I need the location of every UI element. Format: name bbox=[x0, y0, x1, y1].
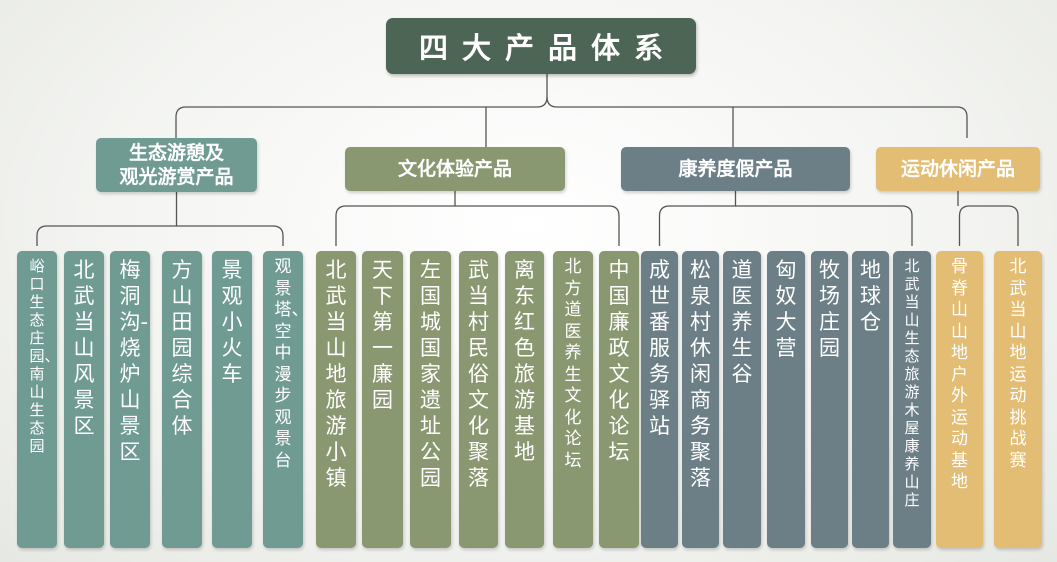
leaf-label: 离东红色旅游基地 bbox=[514, 258, 535, 464]
category-brace-0 bbox=[36, 225, 284, 246]
leaf-1-3: 武当村民俗文化聚落 bbox=[459, 251, 498, 548]
root-title: 四大产品体系 bbox=[386, 18, 696, 74]
category-brace-1 bbox=[335, 205, 620, 246]
leaf-label: 峪口生态庄园、南山生态园 bbox=[29, 257, 58, 455]
leaf-label: 北武当山地运动挑战赛 bbox=[1009, 257, 1027, 471]
leaf-0-2: 梅洞沟-烧炉山景区 bbox=[110, 251, 150, 548]
category-brace-2 bbox=[658, 205, 913, 246]
leaf-0-3: 方山田园综合体 bbox=[162, 251, 202, 548]
leaf-label: 松泉村休闲商务聚落 bbox=[690, 258, 711, 490]
leaf-0-4: 景观小火车 bbox=[212, 251, 252, 548]
leaf-label: 成世番服务驿站 bbox=[649, 258, 670, 438]
leaf-1-6: 中国廉政文化论坛 bbox=[599, 251, 639, 548]
leaf-label: 北武当山风景区 bbox=[73, 258, 95, 438]
category-0: 生态游憩及 观光游赏产品 bbox=[96, 138, 257, 192]
leaf-2-3: 匈奴大营 bbox=[767, 251, 805, 548]
leaf-1-4: 离东红色旅游基地 bbox=[505, 251, 544, 548]
leaf-0-5: 观景塔、空中漫步观景台 bbox=[263, 251, 303, 548]
leaf-label: 天下第一廉园 bbox=[372, 258, 393, 412]
leaf-label: 方山田园综合体 bbox=[171, 258, 193, 438]
leaf-2-4: 牧场庄园 bbox=[811, 251, 848, 548]
leaf-label: 北方道医养生文化论坛 bbox=[564, 257, 582, 471]
leaf-1-1: 天下第一廉园 bbox=[362, 251, 403, 548]
leaf-label: 武当村民俗文化聚落 bbox=[468, 258, 489, 490]
leaf-2-0: 成世番服务驿站 bbox=[641, 251, 678, 548]
category-2: 康养度假产品 bbox=[621, 147, 850, 191]
leaf-2-2: 道医养生谷 bbox=[723, 251, 761, 548]
leaf-label: 牧场庄园 bbox=[819, 258, 840, 360]
leaf-label: 骨脊山山地户外运动基地 bbox=[951, 257, 968, 492]
leaf-3-0: 骨脊山山地户外运动基地 bbox=[936, 251, 983, 548]
leaf-2-6: 北武当山生态旅游木屋康养山庄 bbox=[893, 251, 931, 548]
leaf-label: 道医养生谷 bbox=[731, 258, 753, 386]
leaf-label: 观景塔、空中漫步观景台 bbox=[274, 257, 304, 471]
leaf-1-5: 北方道医养生文化论坛 bbox=[553, 251, 593, 548]
leaf-label: 景观小火车 bbox=[221, 258, 243, 386]
leaf-0-1: 北武当山风景区 bbox=[64, 251, 104, 548]
leaf-3-1: 北武当山地运动挑战赛 bbox=[994, 251, 1042, 548]
root-brace-left bbox=[175, 74, 548, 138]
leaf-label: 北武当山生态旅游木屋康养山庄 bbox=[904, 257, 920, 509]
leaf-label: 匈奴大营 bbox=[775, 258, 797, 360]
leaf-label: 北武当山地旅游小镇 bbox=[325, 258, 347, 490]
leaf-2-5: 地球仓 bbox=[852, 251, 889, 548]
category-3: 运动休闲产品 bbox=[876, 147, 1040, 191]
category-brace-3 bbox=[958, 205, 1019, 246]
leaf-1-0: 北武当山地旅游小镇 bbox=[316, 251, 356, 548]
leaf-label: 左国城国家遗址公园 bbox=[420, 258, 441, 490]
root-brace-right bbox=[546, 96, 968, 138]
leaf-1-2: 左国城国家遗址公园 bbox=[410, 251, 451, 548]
leaf-2-1: 松泉村休闲商务聚落 bbox=[682, 251, 719, 548]
leaf-label: 中国廉政文化论坛 bbox=[608, 258, 630, 464]
category-1: 文化体验产品 bbox=[345, 147, 565, 191]
leaf-label: 梅洞沟-烧炉山景区 bbox=[119, 258, 149, 464]
leaf-0-0: 峪口生态庄园、南山生态园 bbox=[17, 251, 57, 548]
leaf-label: 地球仓 bbox=[860, 258, 881, 334]
